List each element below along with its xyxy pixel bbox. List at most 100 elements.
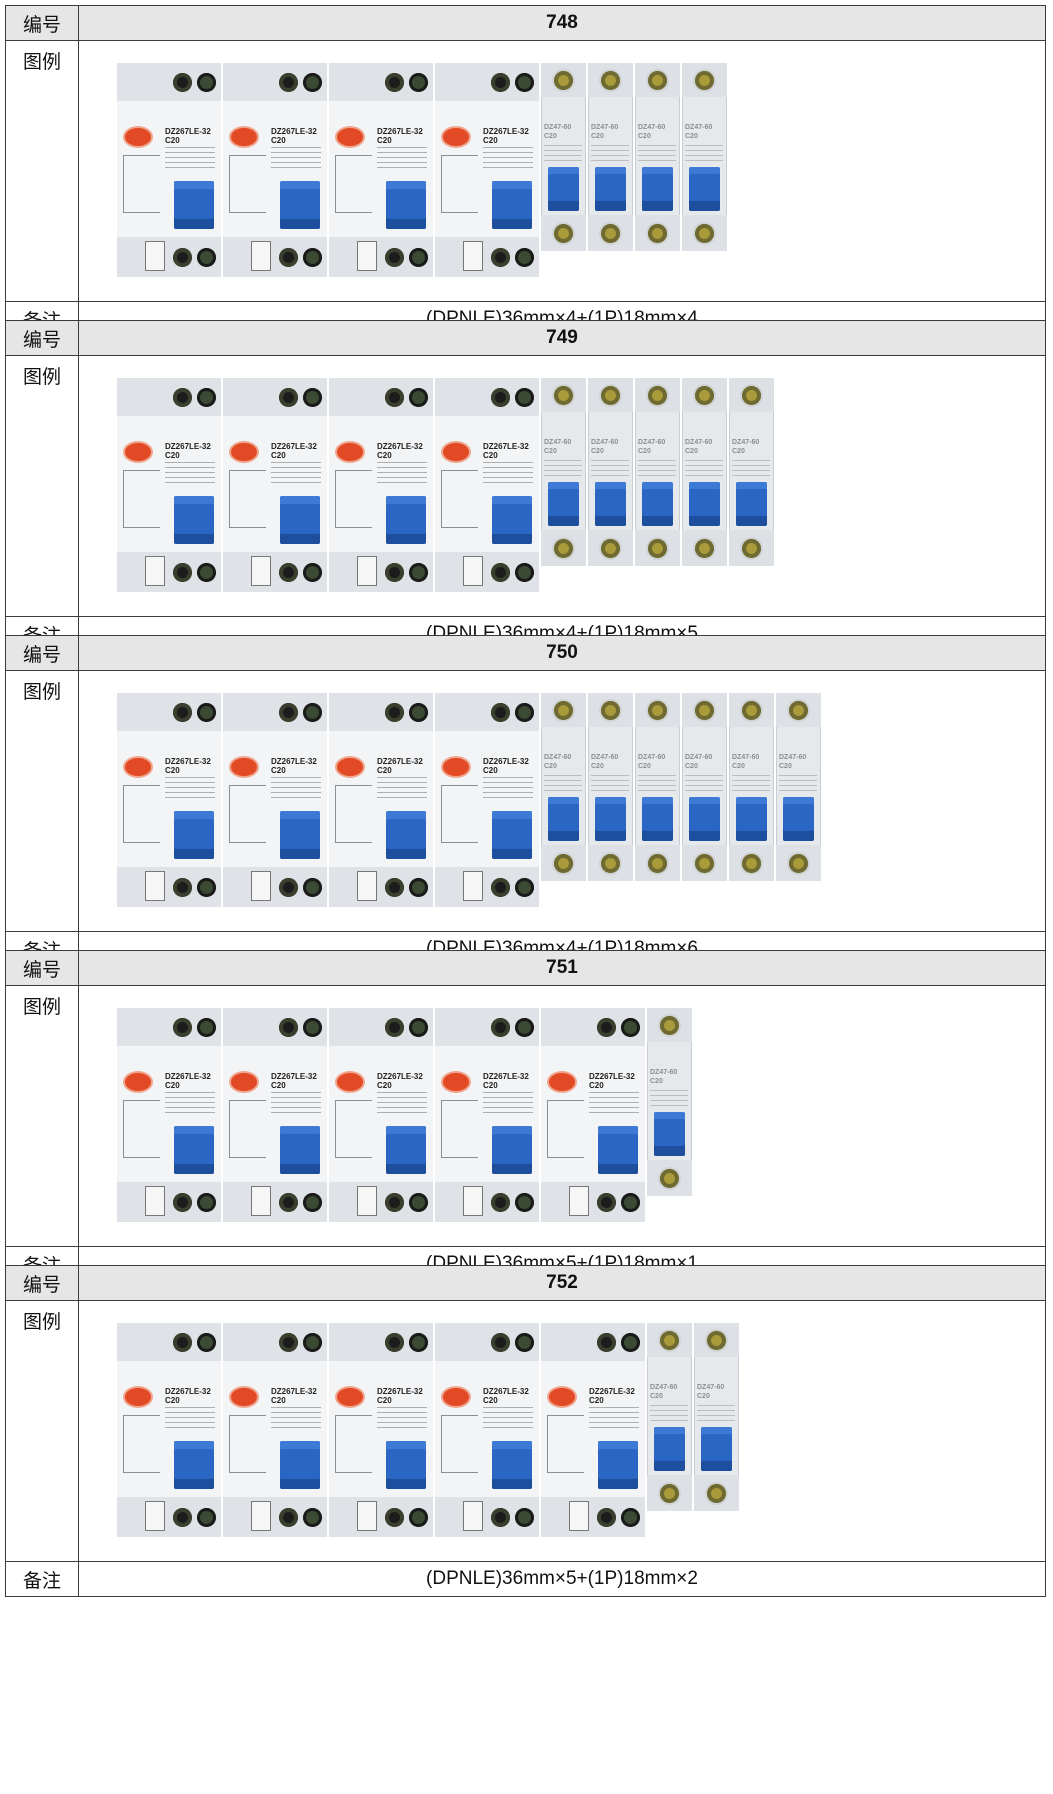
spec-print bbox=[544, 145, 582, 165]
toggle-lever-icon bbox=[736, 797, 767, 841]
toggle-lever-icon bbox=[492, 1126, 532, 1174]
mcb-rating-text: C20 bbox=[685, 763, 698, 770]
toggle-lever-icon bbox=[174, 181, 214, 229]
rcbo-model-text: DZ267LE-32 bbox=[589, 1387, 635, 1396]
terminal-screw-icon bbox=[303, 1333, 322, 1352]
toggle-lever-icon bbox=[783, 797, 814, 841]
test-button-icon bbox=[337, 1073, 363, 1091]
outlet-stamp-icon bbox=[145, 241, 165, 271]
model-number: 748 bbox=[546, 12, 578, 33]
number-label: 编号 bbox=[6, 1266, 79, 1300]
terminal-screw-icon bbox=[648, 854, 667, 873]
circuit-diagram-icon bbox=[123, 155, 160, 213]
test-button-icon bbox=[443, 443, 469, 461]
terminal-screw-icon bbox=[491, 1193, 510, 1212]
outlet-stamp-icon bbox=[145, 1501, 165, 1531]
rcbo-rating-text: C20 bbox=[165, 766, 180, 775]
terminal-screw-icon bbox=[695, 539, 714, 558]
terminal-screw-icon bbox=[409, 248, 428, 267]
spec-print bbox=[544, 775, 582, 795]
terminal-screw-icon bbox=[385, 1018, 404, 1037]
model-number: 751 bbox=[546, 957, 578, 978]
terminal-screw-icon bbox=[648, 539, 667, 558]
rcbo-rating-text: C20 bbox=[377, 451, 392, 460]
circuit-diagram-icon bbox=[441, 1415, 478, 1473]
mcb-model-text: DZ47-60 bbox=[638, 754, 666, 761]
test-button-icon bbox=[231, 443, 257, 461]
spec-print bbox=[638, 775, 676, 795]
terminal-screw-icon bbox=[601, 539, 620, 558]
spec-print bbox=[271, 147, 321, 171]
outlet-stamp-icon bbox=[145, 871, 165, 901]
rcbo-model-text: DZ267LE-32 bbox=[165, 757, 211, 766]
terminal-screw-icon bbox=[789, 701, 808, 720]
rcbo-rating-text: C20 bbox=[589, 1081, 604, 1090]
spec-print bbox=[638, 145, 676, 165]
spec-print bbox=[591, 145, 629, 165]
mcb-rating-text: C20 bbox=[544, 133, 557, 140]
terminal-screw-icon bbox=[303, 1193, 322, 1212]
spec-print bbox=[165, 777, 215, 801]
terminal-screw-icon bbox=[409, 73, 428, 92]
circuit-diagram-icon bbox=[335, 1415, 372, 1473]
toggle-lever-icon bbox=[595, 797, 626, 841]
circuit-diagram-icon bbox=[547, 1415, 584, 1473]
spec-print bbox=[589, 1092, 639, 1116]
terminal-screw-icon bbox=[515, 1193, 534, 1212]
spec-print bbox=[377, 147, 427, 171]
terminal-screw-icon bbox=[173, 1193, 192, 1212]
rcbo-model-text: DZ267LE-32 bbox=[165, 442, 211, 451]
test-button-icon bbox=[125, 1073, 151, 1091]
rcbo-rating-text: C20 bbox=[483, 451, 498, 460]
terminal-screw-icon bbox=[491, 1333, 510, 1352]
toggle-lever-icon bbox=[595, 167, 626, 211]
terminal-screw-icon bbox=[742, 854, 761, 873]
terminal-screw-icon bbox=[597, 1193, 616, 1212]
terminal-screw-icon bbox=[173, 248, 192, 267]
terminal-screw-icon bbox=[601, 224, 620, 243]
mcb-rating-text: C20 bbox=[779, 763, 792, 770]
terminal-screw-icon bbox=[491, 248, 510, 267]
rcbo-model-text: DZ267LE-32 bbox=[483, 442, 529, 451]
terminal-screw-icon bbox=[279, 703, 298, 722]
rcbo-model-text: DZ267LE-32 bbox=[271, 127, 317, 136]
terminal-screw-icon bbox=[409, 1018, 428, 1037]
terminal-screw-icon bbox=[491, 1018, 510, 1037]
toggle-lever-icon bbox=[642, 797, 673, 841]
terminal-screw-icon bbox=[742, 539, 761, 558]
terminal-screw-icon bbox=[197, 1193, 216, 1212]
toggle-lever-icon bbox=[598, 1126, 638, 1174]
terminal-screw-icon bbox=[385, 1193, 404, 1212]
rcbo-rating-text: C20 bbox=[271, 1081, 286, 1090]
toggle-lever-icon bbox=[701, 1427, 732, 1471]
model-number: 750 bbox=[546, 642, 578, 663]
terminal-screw-icon bbox=[385, 878, 404, 897]
